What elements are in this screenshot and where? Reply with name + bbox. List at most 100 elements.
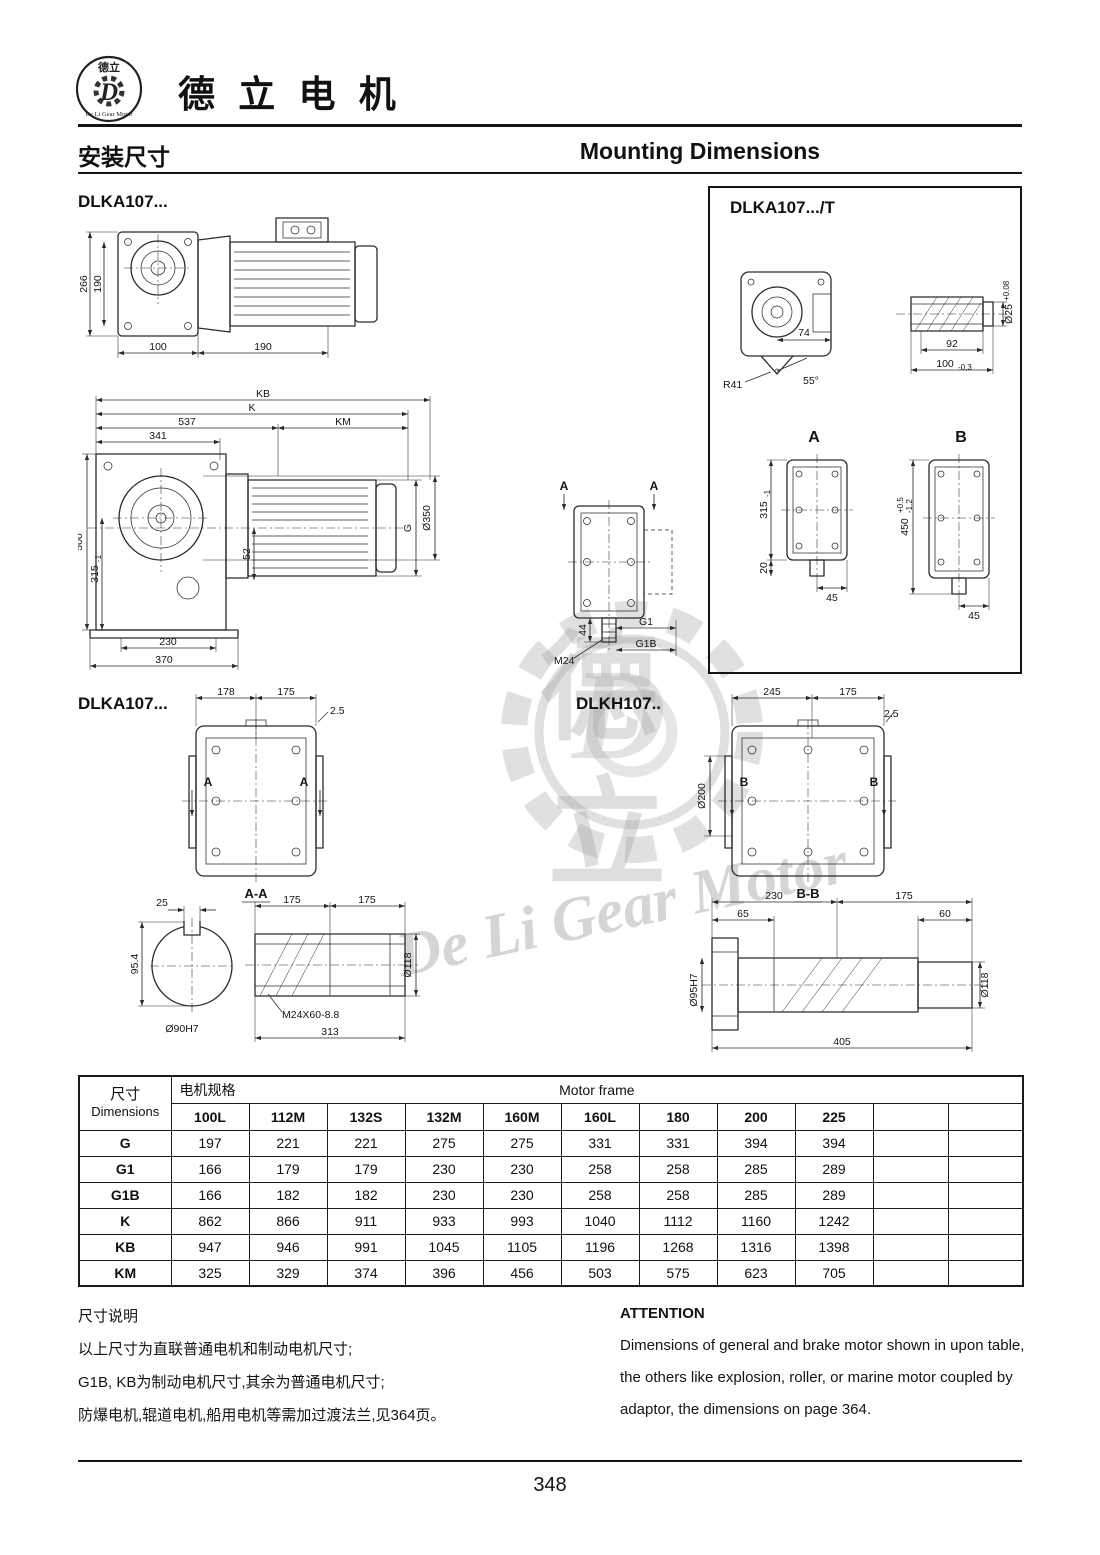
drawing-bb-source-view: 245 175 2.5 Ø200 B B B	[696, 686, 899, 903]
column-header: 180	[638, 1102, 718, 1131]
dim-52: 52	[241, 548, 253, 560]
dim-value-cell: 182	[248, 1181, 328, 1209]
dim-value-cell: 179	[248, 1155, 328, 1183]
dim-value-cell: 1242	[794, 1207, 874, 1235]
dim-315: 315	[89, 565, 101, 583]
header-dim-en: Dimensions	[91, 1104, 160, 1120]
dim-20: 20	[758, 562, 770, 574]
row-label: KM	[78, 1259, 172, 1287]
dim-value-cell: 575	[638, 1259, 718, 1287]
bb-view-body	[718, 719, 896, 882]
bb-view-section-markers: B B	[729, 775, 887, 816]
watermark-gear-icon	[501, 601, 763, 863]
dim-value-cell: 503	[560, 1259, 640, 1287]
dim-value-cell: 166	[170, 1181, 250, 1209]
aa-bore-dimensions: 25 95.4 Ø90H7	[130, 897, 216, 1035]
column-header: 160L	[560, 1102, 640, 1131]
dim-value-cell: 258	[638, 1181, 718, 1209]
dim-450: 450	[899, 518, 911, 536]
dim-thread-m24: M24X60-8.8	[282, 1009, 339, 1021]
drawing-label-dlkh107: DLKH107..	[576, 694, 662, 713]
dim-25: 25	[156, 897, 168, 909]
dim-value-cell: 1160	[716, 1207, 796, 1235]
dim-178: 178	[217, 686, 235, 698]
section-caption-bb: B-B	[796, 886, 819, 901]
notes-cn-line-3: 防爆电机,辊道电机,船用电机等需加过渡法兰,见364页。	[78, 1407, 446, 1424]
dim-km: KM	[335, 416, 351, 428]
dim-d95h7: Ø95H7	[688, 973, 700, 1006]
dim-370: 370	[155, 654, 173, 666]
logo-gear-icon	[93, 75, 125, 107]
notes-en-line-2: the others like explosion, roller, or ma…	[620, 1369, 1013, 1386]
dim-450-tol-dn: -1.2	[905, 499, 914, 513]
view-b-label: B	[955, 429, 967, 446]
column-header: 132S	[326, 1102, 406, 1131]
dim-value-cell: 221	[248, 1129, 328, 1157]
dim-value-cell: 197	[170, 1129, 250, 1157]
column-header: 100L	[170, 1102, 250, 1131]
dim-value-cell: 456	[482, 1259, 562, 1287]
dim-value-cell: 1196	[560, 1233, 640, 1261]
drawing-label-dlka107-front: DLKA107...	[78, 192, 168, 211]
empty-cell	[947, 1259, 1024, 1287]
dim-value-cell: 230	[404, 1155, 484, 1183]
drawing-aa-section: 25 95.4 Ø90H7 175 175	[130, 894, 420, 1042]
notes-en-line-3: adaptor, the dimensions on page 364.	[620, 1401, 872, 1418]
dim-value-cell: 1398	[794, 1233, 874, 1261]
dim-537: 537	[178, 416, 196, 428]
dim-value-cell: 1268	[638, 1233, 718, 1261]
dim-value-cell: 911	[326, 1207, 406, 1235]
column-header-empty	[872, 1102, 949, 1131]
section-marker-a-right: A	[300, 775, 309, 789]
dim-45a: 45	[826, 592, 838, 604]
dim-m24: M24	[554, 655, 575, 667]
column-header: 160M	[482, 1102, 562, 1131]
dim-450-tol-up: +0.5	[896, 497, 905, 513]
dim-value-cell: 331	[560, 1129, 640, 1157]
column-header: 200	[716, 1102, 796, 1131]
drawing-label-dlka107-rear: DLKA107...	[78, 694, 168, 713]
rear-body	[568, 500, 673, 652]
header-rule	[78, 124, 1022, 127]
column-header-empty	[947, 1102, 1024, 1131]
rear-dimensions: 44 M24 G1 G1B	[554, 616, 677, 667]
dim-2-5: 2.5	[884, 708, 899, 720]
page-title-cn: 安装尺寸	[78, 144, 170, 170]
dim-230: 230	[765, 890, 783, 902]
dim-value-cell: 179	[326, 1155, 406, 1183]
dim-100-tol: -0,3	[958, 363, 972, 372]
company-logo: D 德立 De Li Gear Motor	[74, 54, 144, 129]
empty-cell	[947, 1181, 1024, 1209]
empty-cell	[947, 1129, 1024, 1157]
side-bottom-dimensions: 230 370	[89, 636, 239, 670]
dim-175: 175	[277, 686, 295, 698]
dim-315-tol: -1	[94, 554, 103, 562]
dim-65: 65	[737, 908, 749, 920]
dim-value-cell: 275	[404, 1129, 484, 1157]
header-motor-frame: 电机规格 Motor frame	[170, 1075, 1024, 1104]
row-label: G1B	[78, 1181, 172, 1209]
dim-value-cell: 374	[326, 1259, 406, 1287]
tbox-view-b: 450 +0.5 -1.2 45	[896, 454, 995, 622]
dim-value-cell: 182	[326, 1181, 406, 1209]
dim-55deg: 55°	[803, 375, 819, 387]
dim-value-cell: 946	[248, 1233, 328, 1261]
dim-g: G	[402, 524, 414, 532]
row-label: K	[78, 1207, 172, 1235]
header-motor-cn: 电机规格	[179, 1081, 236, 1098]
dim-k: K	[248, 402, 255, 414]
dim-g1: G1	[639, 616, 653, 628]
section-marker-b-left: B	[740, 775, 749, 789]
dim-value-cell: 396	[404, 1259, 484, 1287]
dim-value-cell: 394	[794, 1129, 874, 1157]
empty-cell	[947, 1233, 1024, 1261]
column-header: 112M	[248, 1102, 328, 1131]
dim-175-1: 175	[283, 894, 301, 906]
